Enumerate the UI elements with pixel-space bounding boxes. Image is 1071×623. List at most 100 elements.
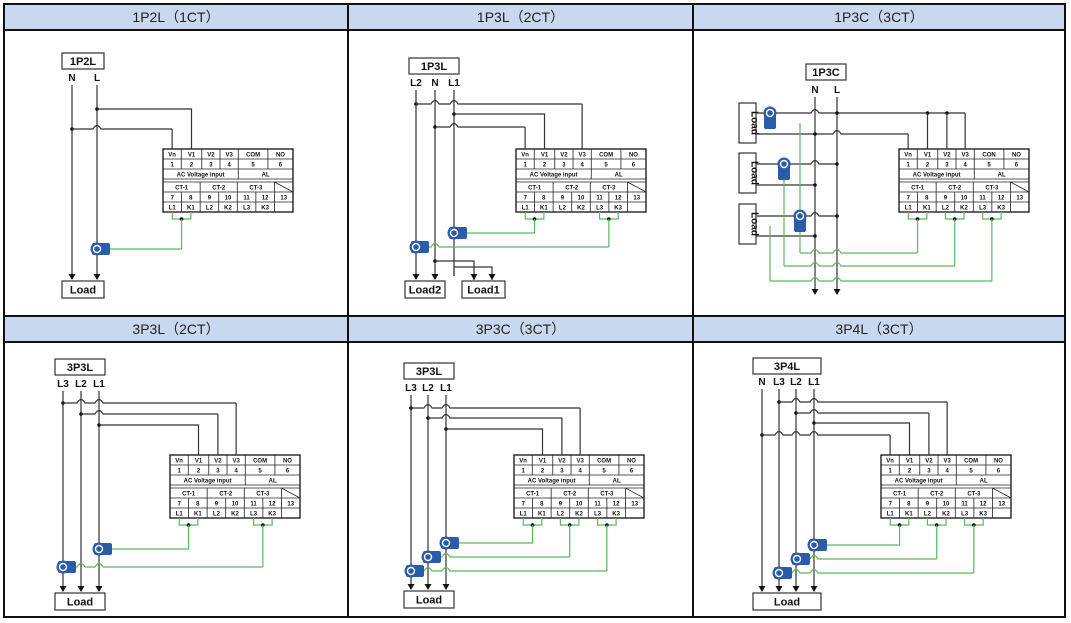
terminal-number: 2 <box>908 469 912 475</box>
terminal-number: 13 <box>1016 196 1023 202</box>
terminal-number: 13 <box>280 196 287 202</box>
terminal-label: K1 <box>187 206 195 212</box>
terminal-label: L1 <box>520 512 528 518</box>
ct-wire <box>822 525 901 546</box>
terminal-number: 6 <box>286 469 290 475</box>
terminal-number: 6 <box>279 163 283 169</box>
terminal-number: 1 <box>521 469 525 475</box>
terminal-number: 3 <box>209 163 213 169</box>
cell-border <box>992 487 1012 499</box>
alarm-label: AL <box>980 479 988 485</box>
ct-wire <box>800 248 918 254</box>
terminal-number: 12 <box>998 196 1005 202</box>
terminal-number: 9 <box>215 502 219 508</box>
line-label-L3: L3 <box>773 377 785 388</box>
terminal-label: V1 <box>539 459 547 465</box>
ct-group-label: CT-2 <box>565 186 579 192</box>
panel-title-1p3l: 1P3L（2CT） <box>349 5 692 29</box>
terminal-number: 2 <box>197 469 201 475</box>
terminal-number: 8 <box>189 196 193 202</box>
wire <box>454 113 546 149</box>
ac-voltage-input-label: AC Voltage input <box>895 479 943 485</box>
wire <box>762 430 891 436</box>
terminal-label: V3 <box>225 153 233 159</box>
wire <box>63 398 237 404</box>
arrow-down-icon <box>488 274 496 280</box>
terminal-label: L3 <box>979 206 987 212</box>
ac-voltage-input-label: AC Voltage input <box>528 479 576 485</box>
terminal-block-frame <box>513 454 645 519</box>
terminal-number: 9 <box>561 196 565 202</box>
divider <box>692 5 694 616</box>
arrow-down-icon <box>792 586 800 592</box>
terminal-number: 7 <box>907 196 911 202</box>
line-label-L1: L1 <box>808 377 820 388</box>
terminal-label: Vn <box>886 459 894 465</box>
terminal-label: L2 <box>557 512 565 518</box>
ct-group-label: CT-3 <box>967 492 981 498</box>
terminal-number: 10 <box>576 502 583 508</box>
terminal-label: K3 <box>268 512 276 518</box>
ct-group-label: CT-3 <box>600 492 614 498</box>
junction-dot <box>813 132 817 136</box>
ac-voltage-input-label: AC Voltage input <box>177 173 225 179</box>
terminal-number: 5 <box>969 469 973 475</box>
terminal-label: L1 <box>905 206 913 212</box>
source-label-box <box>408 57 460 75</box>
arrow-down-icon <box>59 586 67 592</box>
terminal-number: 12 <box>262 196 269 202</box>
terminal-label: K2 <box>224 206 232 212</box>
terminal-label: K2 <box>942 512 950 518</box>
ct-group-label: CT-3 <box>602 186 616 192</box>
wire <box>435 260 475 280</box>
terminal-number: 10 <box>943 502 950 508</box>
ct-group-label: CT-1 <box>528 186 542 192</box>
terminal-label: K2 <box>231 512 239 518</box>
source-label-box <box>752 357 822 375</box>
cell-border <box>274 181 294 193</box>
load-box <box>404 280 446 299</box>
terminal-label: COM <box>253 459 267 465</box>
ct-wire <box>770 276 992 282</box>
terminal-number: 4 <box>945 469 949 475</box>
terminal-number: 1 <box>523 163 527 169</box>
source-label-box <box>805 63 847 81</box>
terminal-label: K3 <box>261 206 269 212</box>
arrow-down-icon <box>424 584 432 590</box>
terminal-number: 8 <box>925 196 929 202</box>
terminal-label: L2 <box>213 512 221 518</box>
line-label-L: L <box>834 85 840 96</box>
terminal-label: K2 <box>575 512 583 518</box>
terminal-number: 12 <box>269 502 276 508</box>
current-transformer-ring <box>404 564 418 578</box>
divider <box>5 315 1064 317</box>
terminal-label: Vn <box>521 153 529 159</box>
terminal-number: 6 <box>1015 163 1019 169</box>
terminal-label: L2 <box>206 206 214 212</box>
alarm-label: AL <box>262 173 270 179</box>
source-label-box <box>403 362 455 380</box>
terminal-number: 8 <box>542 196 546 202</box>
terminal-number: 2 <box>543 163 547 169</box>
terminal-number: 4 <box>578 469 582 475</box>
ct-wire <box>424 242 609 248</box>
terminal-label: V3 <box>232 459 240 465</box>
current-transformer-hole <box>774 568 784 578</box>
arrow-down-icon <box>775 586 783 592</box>
divider <box>347 5 349 616</box>
ct-wire <box>788 568 974 574</box>
terminal-number: 7 <box>171 196 175 202</box>
terminal-number: 13 <box>998 502 1005 508</box>
wiring-diagram-grid: 1P2L（1CT） 1P3L（2CT） 1P3C（3CT） 3P3L（2CT） … <box>3 3 1066 618</box>
terminal-label: L2 <box>924 512 932 518</box>
line-label-L2: L2 <box>790 377 802 388</box>
panel-title-3p4l: 3P4L（3CT） <box>694 317 1064 341</box>
current-transformer-ring <box>439 536 453 550</box>
terminal-block-frame <box>880 454 1012 519</box>
wire <box>97 108 193 149</box>
terminal-label: K1 <box>905 512 913 518</box>
terminal-label: NO <box>1012 153 1021 159</box>
terminal-number: 13 <box>633 196 640 202</box>
terminal-number: 7 <box>522 502 526 508</box>
